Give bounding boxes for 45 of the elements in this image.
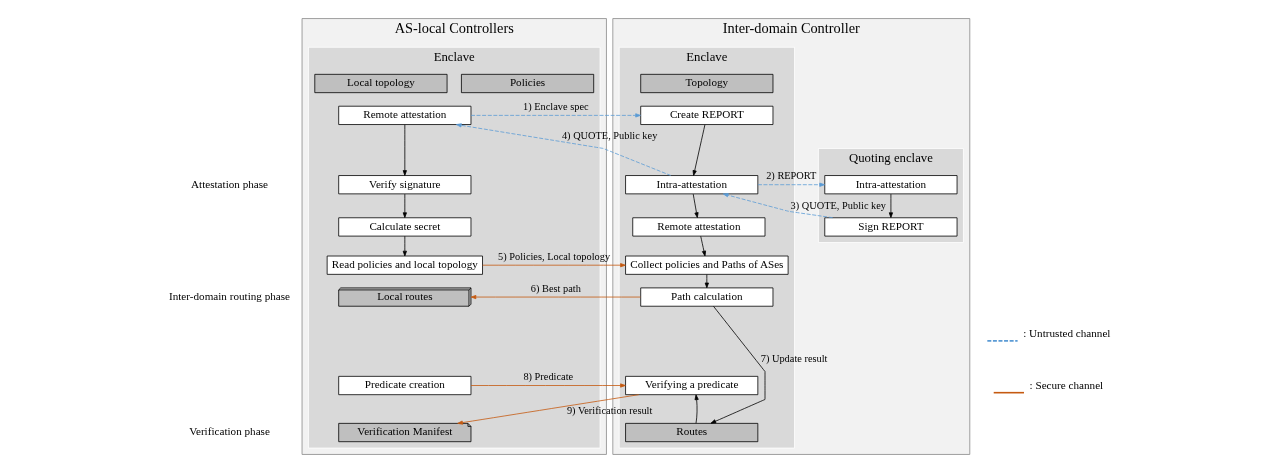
label: Attestation phase — [191, 177, 269, 190]
node-box: Read policies and local topology — [326, 255, 483, 275]
arrow — [402, 193, 407, 218]
arrow — [457, 393, 640, 425]
label: Inter-domain routing phase — [169, 289, 291, 302]
arrow — [470, 294, 641, 299]
edge-label: 7) Update result — [760, 352, 828, 364]
node-box: Remote attestation — [632, 216, 766, 236]
legend-label: : Untrusted channel — [1023, 326, 1111, 339]
arrow — [482, 262, 626, 267]
arrow — [704, 273, 709, 288]
arrow — [456, 122, 672, 176]
arrow — [470, 112, 641, 117]
edge-label: 6) Best path — [530, 282, 581, 294]
arrow — [692, 193, 699, 218]
node-box: Verify signature — [338, 174, 472, 194]
node-box: Create REPORT — [640, 105, 774, 125]
arrow — [402, 235, 407, 256]
node-box: Intra-attestation — [625, 174, 759, 194]
node-box: Verifying a predicate — [625, 375, 759, 395]
edge-label: 3) QUOTE, Public key — [790, 199, 887, 211]
node-box: Policies — [461, 73, 595, 93]
arrow — [470, 382, 626, 388]
node-box: Path calculation — [640, 287, 774, 307]
arrow — [692, 123, 706, 176]
node-box: Local topology — [314, 73, 448, 93]
arrow — [402, 123, 407, 176]
edge-label: 2) REPORT — [766, 169, 817, 181]
arrow — [694, 393, 699, 424]
node-box: Intra-attestation — [824, 174, 958, 194]
arrow — [700, 235, 706, 256]
node-box: Topology — [640, 73, 774, 93]
node-box: Routes — [625, 422, 759, 442]
node-box: Predicate creation — [338, 375, 472, 395]
edge-label: 1) Enclave spec — [523, 100, 589, 112]
edge-label: 8) Predicate — [523, 370, 574, 382]
node-box: Sign REPORT — [824, 216, 958, 236]
node-box: Collect policies and Paths of ASes — [625, 255, 789, 275]
arrow — [888, 193, 893, 218]
arrow — [757, 182, 825, 187]
legend-label: : Secure channel — [1029, 378, 1104, 391]
label: Verification phase — [189, 424, 270, 437]
arrow — [722, 192, 834, 218]
node-box: Calculate secret — [338, 216, 472, 236]
arrow — [710, 305, 766, 424]
